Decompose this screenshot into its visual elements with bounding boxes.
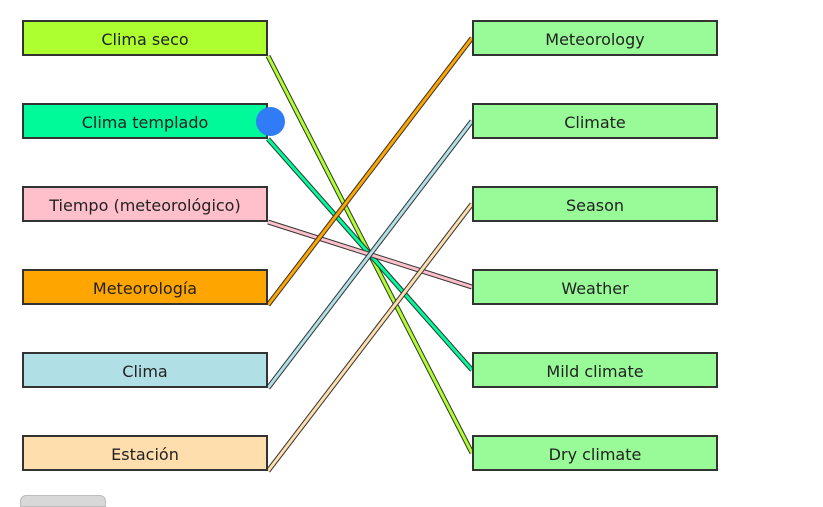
left-item-label: Clima	[122, 361, 168, 381]
right-item-climate[interactable]: Climate	[472, 103, 718, 139]
left-item-label: Estación	[111, 444, 179, 464]
right-item-label: Meteorology	[545, 29, 645, 49]
left-item-label: Tiempo (meteorológico)	[49, 195, 241, 215]
connection-line-outline	[267, 219, 473, 290]
right-item-label: Climate	[564, 112, 626, 132]
left-item-meteorologia[interactable]: Meteorología	[22, 269, 268, 305]
connection-line	[266, 37, 474, 306]
right-item-meteorology[interactable]: Meteorology	[472, 20, 718, 56]
connection-line	[266, 55, 474, 454]
right-item-mild-climate[interactable]: Mild climate	[472, 352, 718, 388]
right-item-label: Dry climate	[548, 444, 642, 464]
left-item-clima-templado[interactable]: Clima templado	[22, 103, 268, 139]
right-item-season[interactable]: Season	[472, 186, 718, 222]
right-item-weather[interactable]: Weather	[472, 269, 718, 305]
left-item-label: Clima seco	[101, 29, 189, 49]
connection-line	[267, 220, 473, 289]
right-item-label: Weather	[561, 278, 629, 298]
connection-line-outline	[266, 119, 474, 390]
left-item-clima[interactable]: Clima	[22, 352, 268, 388]
left-item-clima-seco[interactable]: Clima seco	[22, 20, 268, 56]
connection-line-outline	[266, 137, 474, 372]
left-item-tiempo-meteorologico[interactable]: Tiempo (meteorológico)	[22, 186, 268, 222]
left-item-estacion[interactable]: Estación	[22, 435, 268, 471]
right-item-label: Mild climate	[546, 361, 644, 381]
right-item-dry-climate[interactable]: Dry climate	[472, 435, 718, 471]
connection-line	[266, 138, 474, 371]
connection-line-outline	[266, 36, 474, 307]
right-item-label: Season	[565, 195, 625, 215]
connection-line-outline	[265, 54, 475, 455]
connection-line	[266, 203, 474, 472]
bottom-button[interactable]	[20, 495, 106, 507]
left-item-label: Meteorología	[92, 278, 198, 298]
drag-handle[interactable]	[256, 107, 285, 136]
connection-line-outline	[266, 202, 474, 473]
connection-line	[266, 120, 474, 389]
left-item-label: Clima templado	[81, 112, 209, 132]
